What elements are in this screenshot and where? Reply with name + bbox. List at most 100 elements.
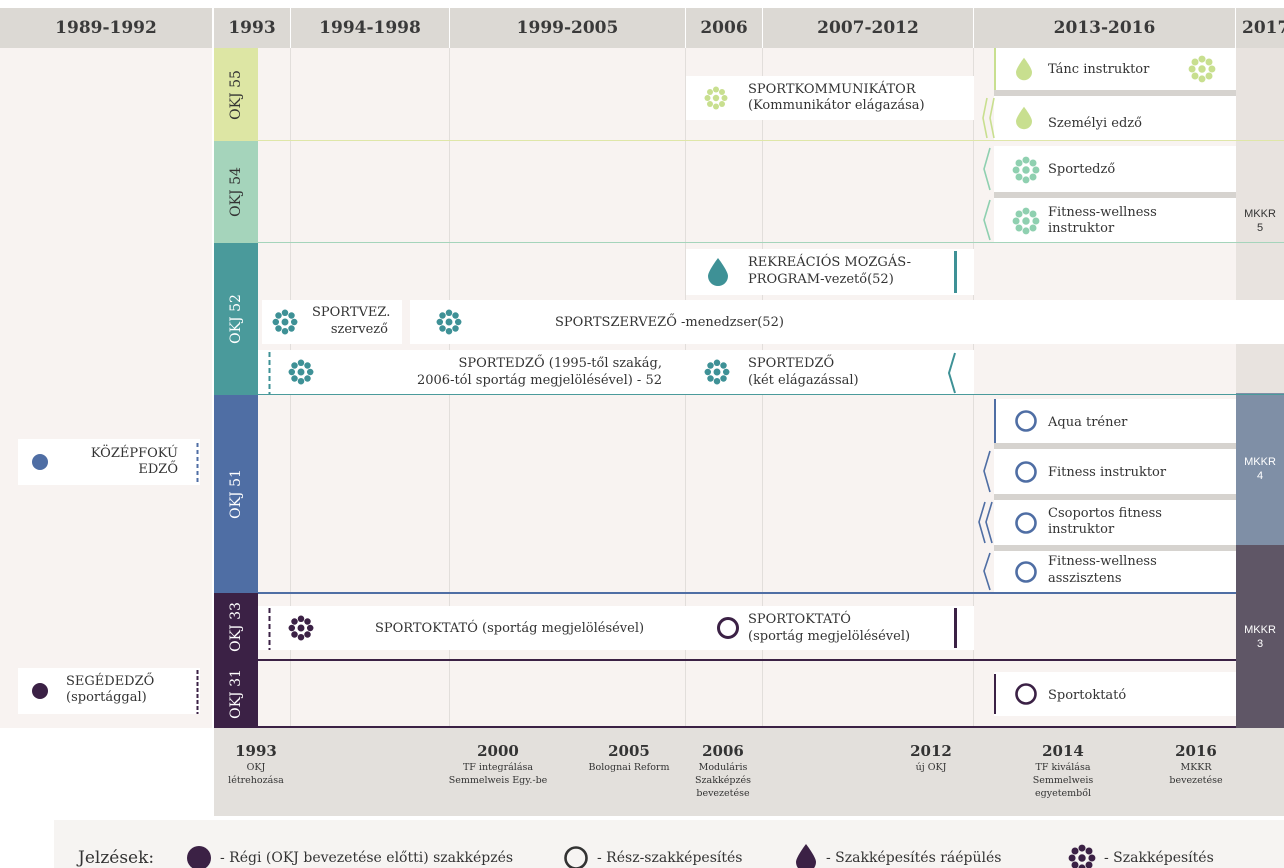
szemelyi-edzo-card: Személyi edző [994, 96, 1236, 140]
legend-item-raepules: - Szakképesítés ráépülés [796, 844, 1001, 868]
kozepfoku-label: KÖZÉPFOKÚ [90, 446, 178, 461]
fitness-wellness-asszisztens-label: Fitness-wellness [1048, 554, 1157, 569]
axis-tick-2014: 2014 TF kiválása Semmelweis egyetemből [1032, 742, 1094, 799]
timeline-axis [214, 728, 1284, 816]
flower-icon [704, 359, 730, 385]
fitness-instruktor-label: Fitness instruktor [1048, 465, 1167, 480]
legend-item-szakkepesites: - Szakképesítés [1068, 844, 1214, 868]
rekreacios-card: REKREÁCIÓS MOZGÁS- PROGRAM-vezető(52) [686, 249, 974, 295]
sportkommunikator-title: SPORTKOMMUNIKÁTOR [748, 82, 916, 97]
legend-title: Jelzések: [78, 848, 155, 868]
ring-icon [717, 617, 739, 639]
fitness-wellness-instruktor-card: Fitness-wellness instruktor [994, 198, 1236, 242]
sportedzo-old-subtitle: 2006-tól sportág megjelölésével) - 52 [416, 373, 662, 388]
aqua-trener-card: Aqua tréner [994, 399, 1236, 443]
row-divider [994, 494, 1236, 500]
header-year-1994-1998: 1994-1998 [291, 8, 449, 48]
legend-item-resz: - Rész-szakképesítés [563, 846, 742, 868]
tanc-instruktor-card: Tánc instruktor [994, 48, 1236, 90]
sportedzo-right-card: Sportedző [994, 146, 1236, 192]
band-separator [258, 140, 1284, 141]
flower-icon [1188, 55, 1216, 83]
sportkommunikator-subtitle: (Kommunikátor elágazása) [748, 98, 925, 113]
filled-circle-icon [32, 454, 48, 470]
mkkr-label: MKKR [1244, 207, 1276, 220]
flower-icon [288, 359, 314, 385]
header-year-2007-2012: 2007-2012 [763, 8, 973, 48]
band-separator [258, 659, 1236, 661]
rekreacios-title: REKREÁCIÓS MOZGÁS- [748, 255, 911, 270]
mkkr-label: MKKR [1244, 623, 1276, 636]
szemelyi-edzo-label: Személyi edző [1048, 116, 1142, 131]
kozepfoku-label: EDZŐ [138, 462, 178, 477]
drop-icon [1016, 106, 1032, 130]
band-okj-51: OKJ 51 [214, 395, 258, 593]
csoportos-fitness-label: Csoportos fitness [1048, 506, 1162, 521]
axis-tick-2005: 2005 Bolognai Reform [588, 742, 670, 773]
ring-icon [1015, 410, 1037, 432]
sportedzo-old-title: SPORTEDZŐ (1995-től szakág, [458, 356, 662, 371]
sportoktato-old-title: SPORTOKTATÓ (sportág megjelölésével) [375, 621, 645, 636]
branch-bracket-icon [983, 147, 991, 191]
csoportos-fitness-label: instruktor [1048, 522, 1115, 537]
sportoktato-new-title: SPORTOKTATÓ [748, 612, 851, 627]
branch-bracket-icon [982, 97, 995, 139]
band-okj-33: OKJ 33 [214, 593, 258, 660]
header-year-1999-2005: 1999-2005 [450, 8, 685, 48]
csoportos-fitness-card: Csoportos fitness instruktor [994, 500, 1236, 545]
axis-tick-2006: 2006 Moduláris Szakképzés bevezetése [695, 742, 751, 799]
dashed-line-icon [268, 608, 271, 650]
sportedzo-right-label: Sportedző [1048, 162, 1116, 177]
flower-icon [704, 86, 728, 110]
band-separator [258, 394, 1284, 395]
branch-bracket-icon [978, 501, 993, 544]
axis-tick-2000: 2000 TF integrálása Semmelweis Egy.-be [448, 742, 548, 786]
sportkommunikator-card: SPORTKOMMUNIKÁTOR (Kommunikátor elágazás… [686, 76, 974, 120]
mkkr-level-3: MKKR 3 [1236, 545, 1284, 728]
sportedzo-new-subtitle: (két elágazással) [748, 373, 859, 388]
dashed-line-icon [268, 352, 271, 394]
row-divider [994, 90, 1236, 96]
start-bar [994, 399, 996, 443]
band-okj-54: OKJ 54 [214, 141, 258, 243]
band-separator [258, 242, 1284, 243]
fitness-instruktor-card: Fitness instruktor [994, 449, 1236, 494]
branch-bracket-icon [983, 199, 991, 241]
flower-icon [436, 309, 462, 335]
sportedzo-new-title: SPORTEDZŐ [748, 356, 835, 371]
row-divider [994, 443, 1236, 449]
sportvez-card: SPORTVEZ. szervező [262, 300, 402, 344]
branch-bracket-icon [983, 552, 991, 591]
fitness-wellness-instruktor-label: instruktor [1048, 221, 1115, 236]
segededzo-label: SEGÉDEDZŐ [66, 674, 155, 689]
row-divider [994, 192, 1236, 198]
fitness-wellness-asszisztens-card: Fitness-wellness asszisztens [994, 551, 1236, 592]
legend-item-regi: - Régi (OKJ bevezetése előtti) szakképzé… [186, 846, 513, 868]
sportoktato-right-card: Sportoktató [994, 672, 1236, 716]
flower-icon [272, 309, 298, 335]
ring-icon [1015, 461, 1037, 483]
sportszervezo-title: SPORTSZERVEZŐ -menedzser(52) [555, 315, 784, 330]
sportoktato-new-subtitle: (sportág megjelölésével) [748, 629, 911, 644]
fitness-wellness-instruktor-label: Fitness-wellness [1048, 205, 1157, 220]
end-bar [954, 251, 957, 293]
tanc-instruktor-label: Tánc instruktor [1048, 62, 1150, 77]
header-year-2006: 2006 [686, 8, 762, 48]
drop-icon [708, 258, 728, 286]
header-year-1989-1992: 1989-1992 [0, 8, 212, 48]
band-separator [258, 726, 1236, 728]
flower-icon [1012, 156, 1040, 184]
drop-icon [796, 844, 816, 868]
axis-tick-2016: 2016 MKKR bevezetése [1169, 742, 1223, 786]
mkkr-number: 3 [1256, 637, 1264, 650]
start-bar [994, 674, 996, 714]
sportoktato-new-card: SPORTOKTATÓ (sportág megjelölésével) [686, 606, 974, 650]
ring-icon [1015, 561, 1037, 583]
segededzo-card: SEGÉDEDZŐ (sportággal) [18, 668, 200, 714]
axis-tick-1993: 1993 OKJ létrehozása [228, 742, 284, 786]
drop-icon [1016, 57, 1032, 81]
start-bar [994, 48, 996, 90]
flower-icon [1012, 207, 1040, 235]
end-bar [954, 608, 957, 648]
